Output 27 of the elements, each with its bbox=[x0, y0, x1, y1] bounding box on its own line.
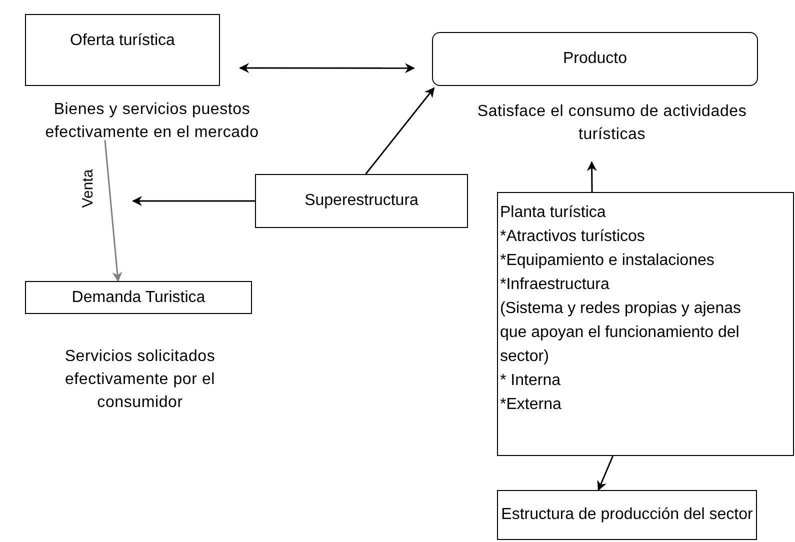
arrow bbox=[132, 196, 255, 206]
list-item: *Equipamiento e instalaciones bbox=[500, 251, 714, 271]
arrow bbox=[104, 140, 122, 282]
node-label: Producto bbox=[562, 50, 628, 68]
process-box bbox=[255, 174, 468, 228]
node-label: Oferta turística bbox=[70, 32, 175, 50]
list-item: *Externa bbox=[500, 395, 562, 415]
process-box bbox=[497, 490, 757, 540]
list-item: *Infraestructura bbox=[500, 275, 610, 295]
list-item: *Atractivos turísticos bbox=[500, 227, 645, 247]
process-box bbox=[25, 14, 220, 86]
process-box bbox=[497, 192, 794, 456]
list-item: * Interna bbox=[500, 371, 560, 391]
node-label: Estructura de producción del sector bbox=[501, 506, 753, 524]
node-label: Superestructura bbox=[304, 192, 418, 210]
arrow bbox=[239, 63, 415, 74]
node-label: Demanda Turistica bbox=[72, 288, 206, 306]
description-text: Satisface el consumo de actividades turísticas bbox=[476, 102, 748, 145]
description-text: Servicios solicitados efectivamente por el consumidor bbox=[64, 347, 216, 413]
arrow bbox=[597, 456, 614, 491]
box-heading: Planta turística bbox=[500, 203, 606, 223]
process-box bbox=[25, 281, 252, 314]
rounded-box bbox=[432, 32, 758, 86]
arrow bbox=[586, 161, 597, 192]
description-text: Bienes y servicios puestos efectivamente en el mercado bbox=[44, 100, 260, 143]
arrow bbox=[365, 87, 435, 174]
list-item: (Sistema y redes propias y ajenas que apoyan el funcionamiento del sector) bbox=[500, 299, 742, 367]
